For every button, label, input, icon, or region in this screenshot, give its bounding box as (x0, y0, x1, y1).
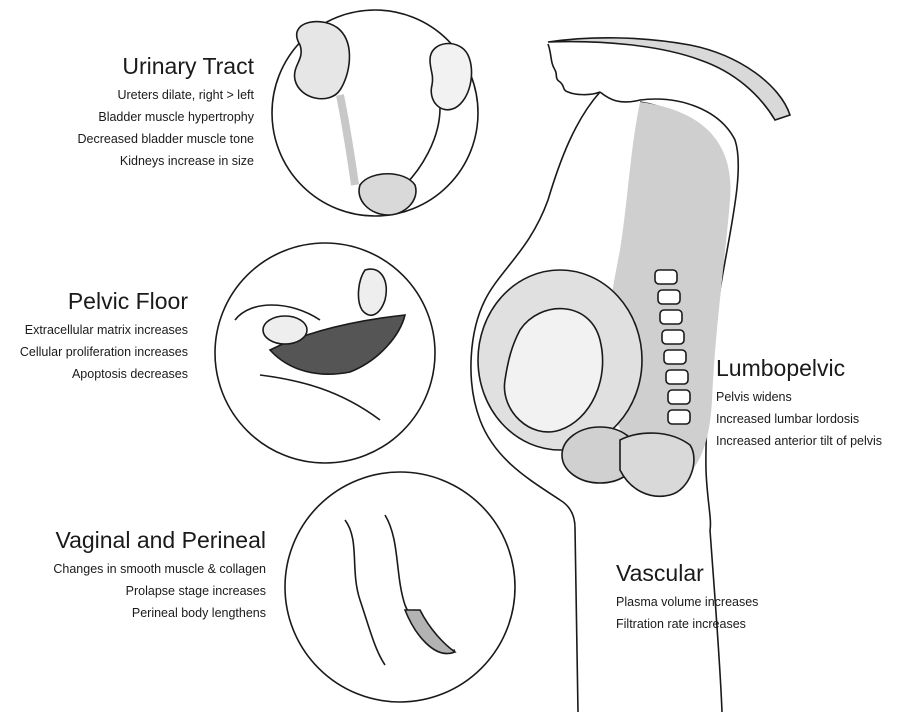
vascular-item: Filtration rate increases (616, 613, 816, 635)
urinary-tract-block: Urinary Tract Ureters dilate, right > le… (0, 53, 254, 172)
vaginal-perineal-block: Vaginal and Perineal Changes in smooth m… (0, 527, 266, 624)
lumbopelvic-item: Pelvis widens (716, 386, 896, 408)
face-profile (548, 44, 600, 95)
urinary-item: Bladder muscle hypertrophy (0, 106, 254, 128)
bladder-shape (263, 316, 307, 344)
urinary-tract-heading: Urinary Tract (0, 53, 254, 79)
lumbopelvic-item: Increased anterior tilt of pelvis (716, 430, 896, 452)
vaginal-item: Prolapse stage increases (0, 580, 266, 602)
urinary-item: Ureters dilate, right > left (0, 84, 254, 106)
lumbopelvic-heading: Lumbopelvic (716, 355, 896, 381)
pelvic-floor-item: Apoptosis decreases (0, 363, 188, 385)
pelvic-floor-item: Extracellular matrix increases (0, 319, 188, 341)
kidney-left-icon (295, 22, 350, 99)
urinary-item: Kidneys increase in size (0, 150, 254, 172)
hair (548, 38, 790, 120)
leg-outline (575, 528, 578, 712)
vaginal-item: Perineal body lengthens (0, 602, 266, 624)
pelvis (620, 433, 694, 496)
pelvic-floor-block: Pelvic Floor Extracellular matrix increa… (0, 288, 188, 385)
uterus-shape (358, 269, 386, 315)
urinary-tract-circle (272, 10, 478, 216)
lumbopelvic-item: Increased lumbar lordosis (716, 408, 896, 430)
lumbopelvic-block: Lumbopelvic Pelvis widens Increased lumb… (716, 355, 896, 452)
pelvic-floor-item: Cellular proliferation increases (0, 341, 188, 363)
vaginal-item: Changes in smooth muscle & collagen (0, 558, 266, 580)
vascular-heading: Vascular (616, 560, 816, 586)
vascular-item: Plasma volume increases (616, 591, 816, 613)
vaginal-perineal-circle (285, 472, 515, 702)
urinary-item: Decreased bladder muscle tone (0, 128, 254, 150)
pelvic-floor-heading: Pelvic Floor (0, 288, 188, 314)
pelvic-floor-circle (215, 243, 435, 463)
vaginal-perineal-heading: Vaginal and Perineal (0, 527, 266, 553)
vascular-block: Vascular Plasma volume increases Filtrat… (616, 560, 816, 635)
